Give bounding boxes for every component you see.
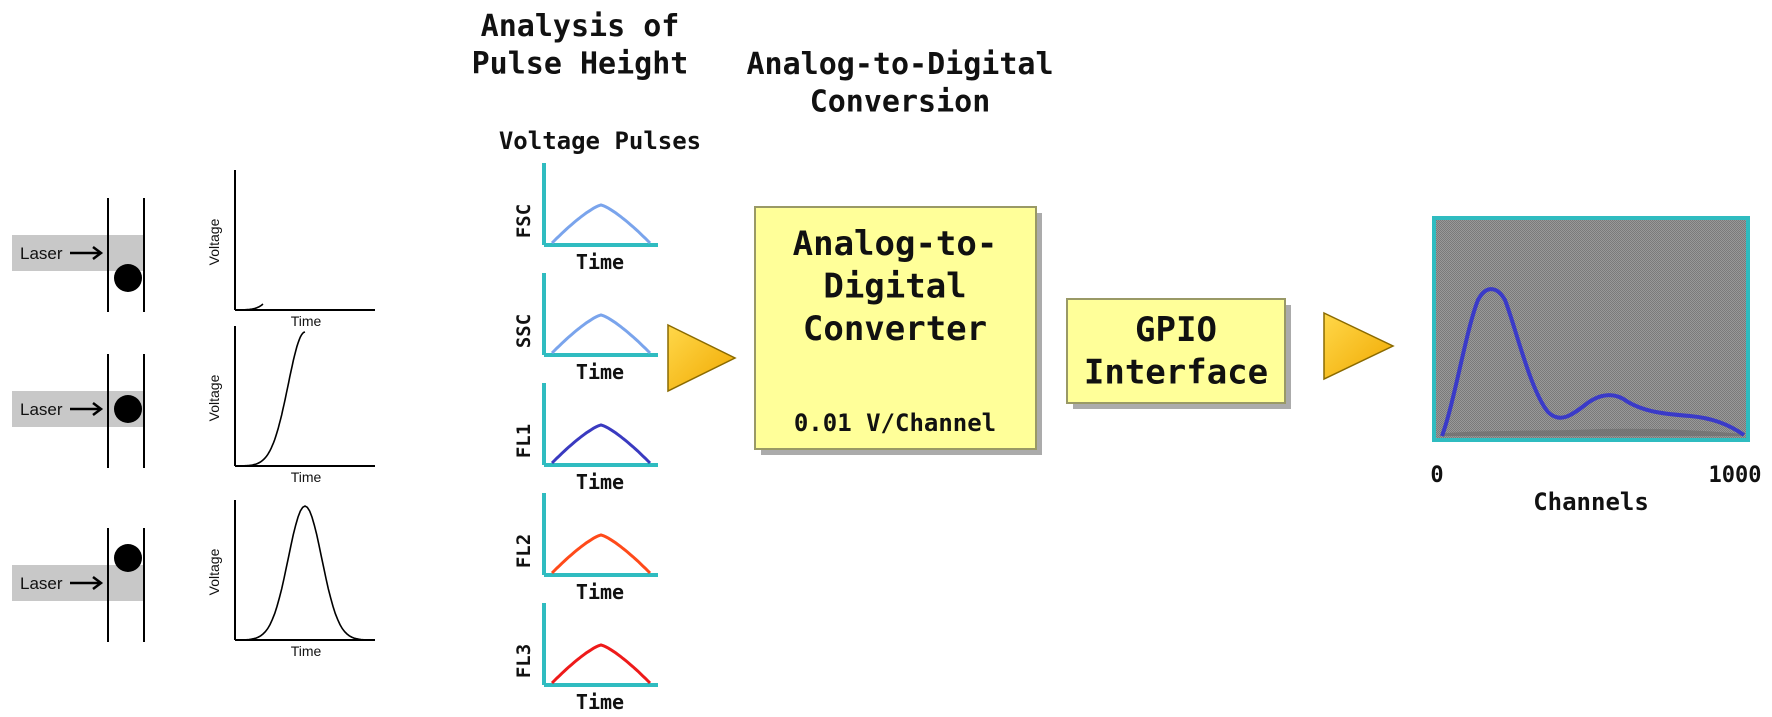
heading-voltage-pulses: Voltage Pulses bbox=[499, 127, 701, 155]
flow-arrow-to-histogram bbox=[1323, 311, 1395, 381]
histogram-baseline-shading bbox=[1440, 428, 1744, 436]
laser-arrow-head bbox=[92, 246, 104, 260]
signal-curve bbox=[235, 331, 306, 467]
voltage-axis-label: Voltage bbox=[206, 218, 222, 265]
pulse-curve bbox=[550, 423, 652, 465]
pulse-time-label: Time bbox=[576, 690, 624, 714]
pulse-time-label: Time bbox=[576, 580, 624, 604]
laser-label: Laser bbox=[20, 400, 63, 419]
signal-curve bbox=[235, 303, 264, 311]
pulse-channel-name: SSC bbox=[513, 314, 535, 348]
voltage-pulse: FSC Time bbox=[513, 163, 658, 274]
flow-arrow-to-adc bbox=[667, 323, 737, 393]
histogram-x-min-label: 0 bbox=[1430, 463, 1443, 488]
pulse-time-label: Time bbox=[576, 470, 624, 494]
pulse-channel-name: FL1 bbox=[513, 424, 535, 458]
time-axis-label: Time bbox=[291, 643, 322, 659]
signal-curve bbox=[235, 505, 375, 641]
time-axis-label: Time bbox=[291, 469, 322, 485]
pulse-time-label: Time bbox=[576, 250, 624, 274]
particle bbox=[114, 544, 142, 572]
laser-label: Laser bbox=[20, 244, 63, 263]
pulse-curve bbox=[550, 313, 652, 355]
histogram-x-axis-label: Channels bbox=[1533, 488, 1649, 516]
pulse-curve bbox=[550, 643, 652, 685]
histogram-plot-area bbox=[1432, 216, 1750, 442]
voltage-axis-label: Voltage bbox=[206, 548, 222, 595]
laser-arrow-head bbox=[92, 402, 104, 416]
adc-box-resolution: 0.01 V/Channel bbox=[794, 409, 996, 437]
pulse-time-label: Time bbox=[576, 360, 624, 384]
pulse-channel-name: FL2 bbox=[513, 534, 535, 568]
laser-arrow-head bbox=[92, 576, 104, 590]
channel-histogram: 0 1000 Channels bbox=[1430, 216, 1762, 516]
laser-label: Laser bbox=[20, 574, 63, 593]
particle bbox=[114, 395, 142, 423]
voltage-pulse: SSC Time bbox=[513, 273, 658, 384]
time-axis-label: Time bbox=[291, 313, 322, 329]
histogram-x-max-label: 1000 bbox=[1709, 463, 1762, 488]
voltage-axis-label: Voltage bbox=[206, 374, 222, 421]
histogram-curve bbox=[1440, 287, 1746, 437]
pulse-channel-name: FL3 bbox=[513, 644, 535, 678]
pulse-curve bbox=[550, 533, 652, 575]
pulse-channel-name: FSC bbox=[513, 204, 535, 238]
pulse-curve bbox=[550, 203, 652, 245]
particle bbox=[114, 264, 142, 292]
